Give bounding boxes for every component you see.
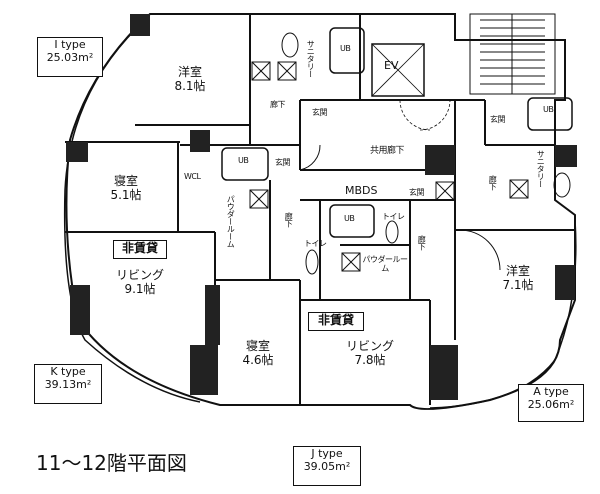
column [130, 14, 150, 36]
ev-label: EV [384, 59, 399, 72]
genkan-label: 玄関 [490, 115, 506, 124]
room-shinshitsu-j: 寝室 4.6帖 [228, 339, 288, 368]
utility-box [435, 181, 455, 201]
utility-box [249, 189, 269, 209]
common-corridor-label: 共用廊下 [370, 146, 405, 156]
door-swing [459, 229, 501, 271]
page-title: 11〜12階平面図 [36, 451, 187, 475]
door-swing [419, 99, 451, 131]
unit-j-type: J type [311, 447, 343, 460]
bath-ub [527, 97, 573, 131]
roka-label: 廊下 [284, 212, 294, 227]
roka-label: 廊下 [488, 175, 498, 190]
sanitary-label: サニタリー [306, 40, 316, 78]
room-size: 5.1帖 [110, 187, 142, 202]
toilet [385, 220, 399, 244]
column [555, 265, 575, 300]
column [555, 145, 577, 167]
genkan-label: 玄関 [275, 158, 291, 167]
ub-label: UB [340, 44, 351, 53]
unit-i-area: 25.03m² [46, 51, 94, 65]
toilet [305, 249, 319, 275]
genkan-label: 玄関 [312, 108, 328, 117]
room-size: 9.1帖 [124, 281, 156, 296]
utility-box [251, 61, 271, 81]
column [190, 345, 218, 395]
toilet [281, 32, 299, 58]
utility-box [509, 179, 529, 199]
unit-a-label: A type 25.06m² [518, 384, 584, 422]
column [70, 285, 90, 335]
toilet-label: トイレ [304, 239, 327, 248]
bath-ub [329, 204, 375, 238]
column [425, 145, 455, 175]
genkan-label: 玄関 [409, 188, 425, 197]
bath-ub [221, 147, 269, 181]
unit-a-type: A type [533, 385, 569, 398]
ub-label: UB [344, 214, 355, 223]
toilet [553, 172, 571, 198]
room-name: 洋室 [505, 264, 530, 278]
unit-k-type: K type [50, 365, 86, 378]
door-swing [299, 144, 321, 171]
column [430, 345, 458, 400]
room-yoshitsu-i: 洋室 8.1帖 [160, 65, 220, 94]
room-name: 寝室 [113, 174, 138, 188]
balcony-right [429, 219, 577, 409]
room-yoshitsu-a: 洋室 7.1帖 [488, 264, 548, 293]
unit-k-label: K type 39.13m² [34, 364, 102, 404]
non-rental-badge: 非賃貸 [113, 240, 167, 259]
non-rental-badge: 非賃貸 [308, 312, 364, 331]
room-name: リビング [115, 268, 164, 282]
mbds-label: MBDS [345, 184, 378, 197]
elevator-shaft [371, 43, 425, 97]
unit-i-label: I type 25.03m² [37, 37, 103, 77]
utility-box [341, 252, 361, 272]
room-name: リビング [345, 339, 394, 353]
roka-label: 廊下 [270, 100, 286, 109]
unit-j-label: J type 39.05m² [293, 446, 361, 486]
ub-label: UB [238, 156, 249, 165]
wcl-label: WCL [184, 172, 201, 181]
stairs [469, 13, 556, 95]
ub-label: UB [543, 105, 554, 114]
powder-room-label: パウダールーム [362, 255, 409, 274]
column [190, 130, 210, 152]
balcony-left [63, 19, 201, 403]
unit-a-area: 25.06m² [527, 398, 575, 412]
room-living-j: リビング 7.8帖 [335, 339, 405, 368]
column [205, 285, 220, 345]
room-size: 7.1帖 [502, 277, 534, 292]
room-size: 8.1帖 [174, 78, 206, 93]
room-size: 7.8帖 [354, 352, 386, 367]
roka-label: 廊下 [417, 235, 427, 250]
room-name: 寝室 [245, 339, 270, 353]
door-swing [399, 99, 431, 131]
room-name: 洋室 [177, 65, 202, 79]
room-size: 4.6帖 [242, 352, 274, 367]
room-living-k: リビング 9.1帖 [110, 268, 170, 297]
unit-j-area: 39.05m² [303, 460, 351, 474]
unit-k-area: 39.13m² [44, 378, 92, 392]
bath-ub [329, 27, 365, 74]
room-shinshitsu-k: 寝室 5.1帖 [96, 174, 156, 203]
unit-i-type: I type [54, 38, 86, 51]
column [66, 142, 88, 162]
utility-box [277, 61, 297, 81]
powder-room-label: パウダールーム [226, 195, 236, 248]
sanitary-label: サニタリー [536, 150, 546, 188]
toilet-label: トイレ [382, 212, 405, 221]
